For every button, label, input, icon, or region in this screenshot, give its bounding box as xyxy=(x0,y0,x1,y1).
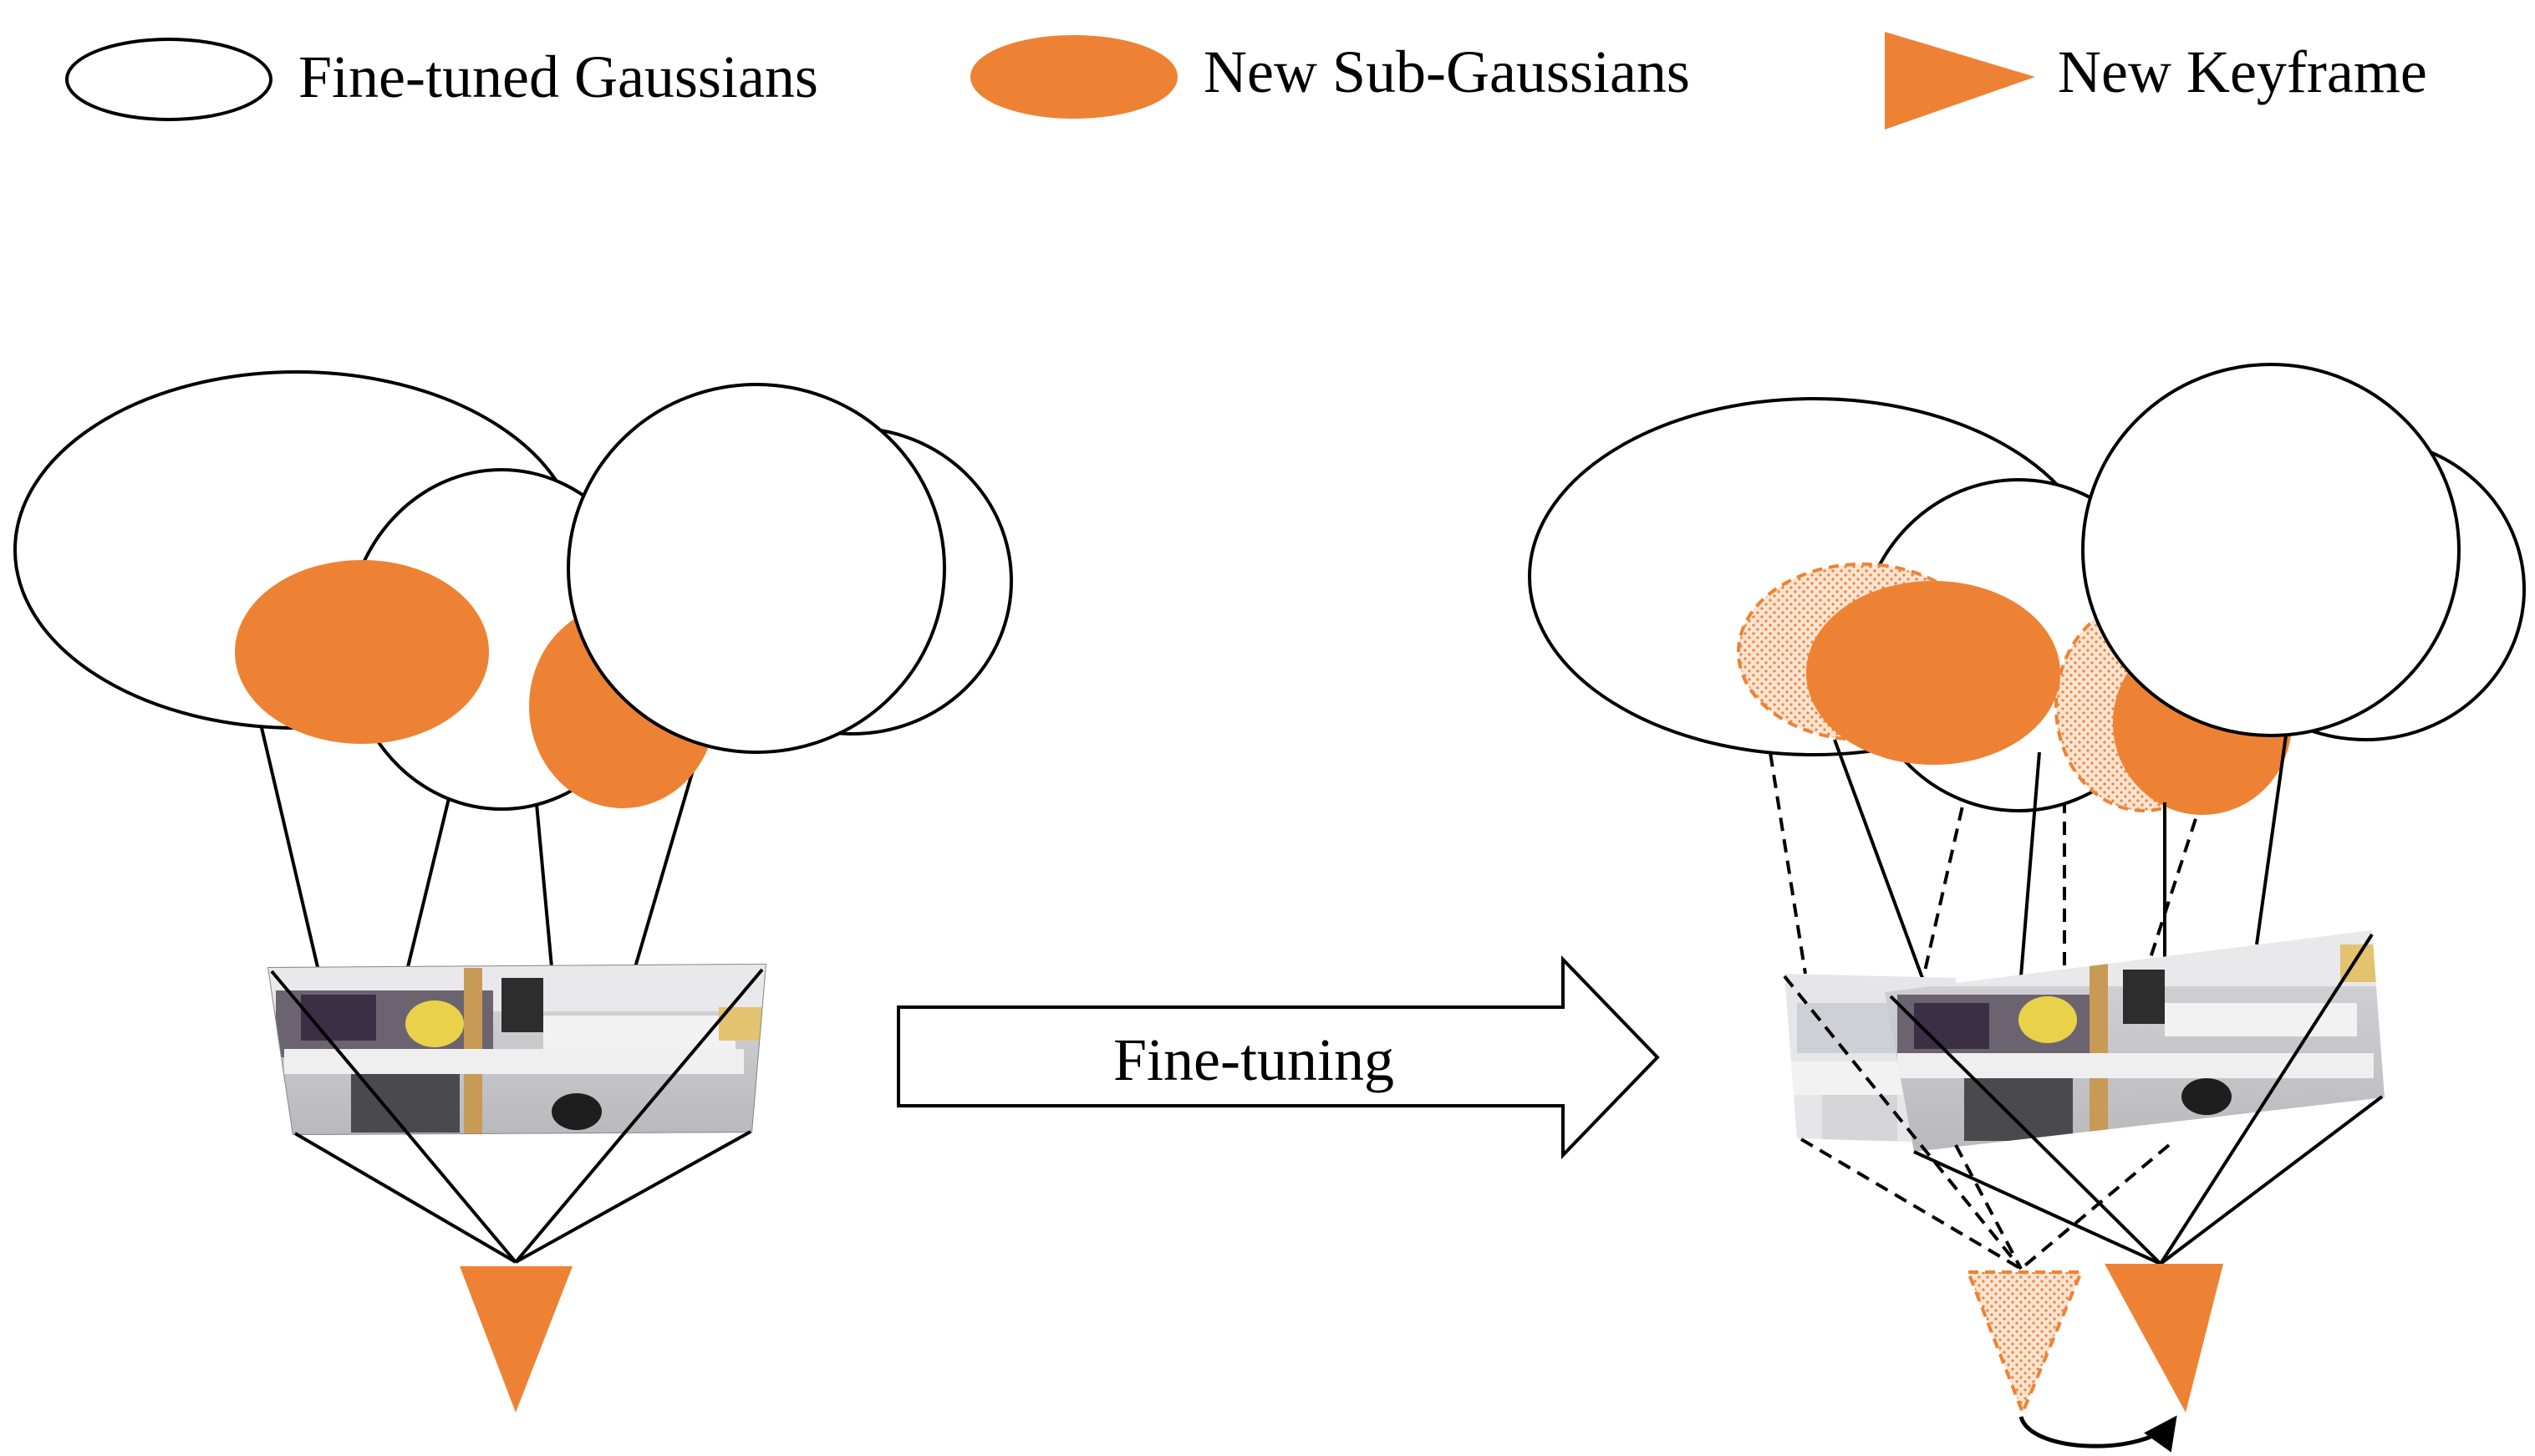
legend-label-fine-tuned: Fine-tuned Gaussians xyxy=(298,43,818,110)
right-solid-frustum-lines xyxy=(1889,933,2384,1265)
left-diagram xyxy=(13,370,1013,1413)
left-image-plane xyxy=(267,964,766,1135)
right-previous-keyframe-triangle xyxy=(1966,1270,2084,1418)
left-frustum-lines xyxy=(270,968,764,1264)
legend-item-new-keyframe: New Keyframe xyxy=(1885,32,2427,130)
ellipse-outline-icon xyxy=(65,38,272,121)
fine-tuning-label: Fine-tuning xyxy=(1113,1026,1394,1093)
right-solid-projection-lines xyxy=(1833,735,2288,979)
keyframe-transition-arrow xyxy=(2018,1415,2177,1453)
fine-tuning-arrow: Fine-tuning xyxy=(897,955,1660,1159)
right-new-image-plane xyxy=(1885,930,2385,1152)
right-diagram xyxy=(1528,363,2526,1453)
legend-item-new-sub: New Sub-Gaussians xyxy=(970,35,1690,119)
right-dashed-frustum-lines xyxy=(1783,975,2171,1270)
legend: Fine-tuned Gaussians New Sub-Gaussians N… xyxy=(65,32,2427,130)
right-new-keyframe-triangle xyxy=(2105,1264,2223,1413)
block-arrow-icon xyxy=(897,955,1660,1159)
ellipse-filled-icon xyxy=(970,35,1178,119)
triangle-keyframe-icon xyxy=(1885,32,2035,130)
left-keyframe-triangle xyxy=(460,1266,573,1413)
gaussian-outline-front-circle xyxy=(567,383,946,754)
sub-gaussian-new-left xyxy=(1806,581,2060,765)
legend-label-new-keyframe: New Keyframe xyxy=(2058,38,2427,105)
legend-item-fine-tuned: Fine-tuned Gaussians xyxy=(65,38,818,121)
legend-label-new-sub: New Sub-Gaussians xyxy=(1204,38,1690,105)
gaussian-outline-front-circle xyxy=(2081,363,2461,737)
sub-gaussian-left xyxy=(235,560,489,744)
